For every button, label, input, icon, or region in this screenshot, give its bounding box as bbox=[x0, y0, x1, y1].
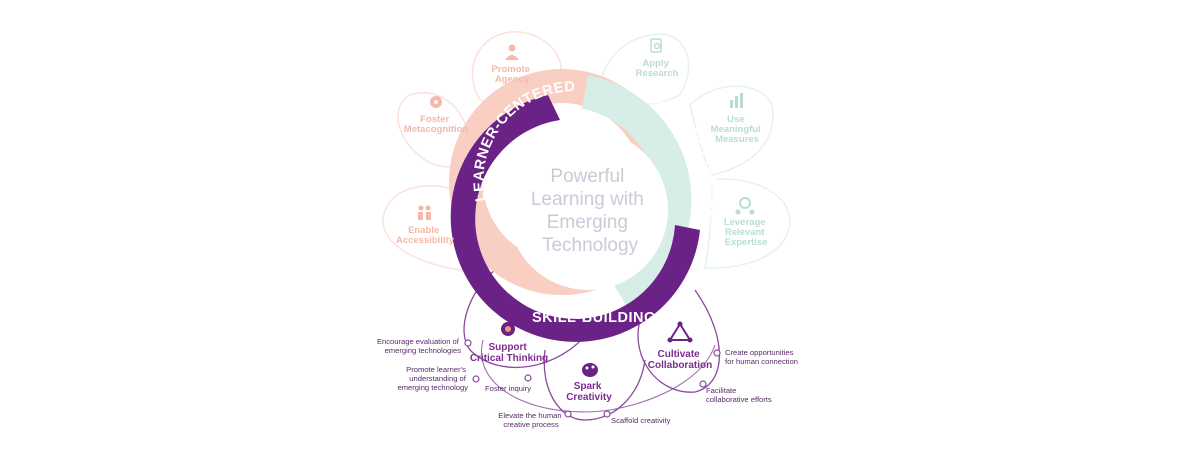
svg-text:Apply Research: Apply Research bbox=[636, 58, 679, 79]
annotation-dots bbox=[464, 339, 721, 418]
dot-scaffold bbox=[603, 410, 611, 418]
leverage-relevant-expertise: Leverage Relevant Expertise bbox=[724, 197, 768, 248]
person-icon bbox=[505, 44, 519, 60]
center-line-1: Powerful bbox=[550, 166, 624, 187]
group-triangle-icon bbox=[667, 321, 693, 343]
support-critical-thinking: Support Critical Thinking bbox=[470, 322, 548, 364]
svg-text:Leverage Relevant: Leverage Relevant Expertise bbox=[724, 217, 768, 248]
petal-foster-metacognition bbox=[397, 92, 471, 168]
center-line-2: Learning with bbox=[531, 189, 644, 210]
use-meaningful-measures: Use Meaningful Measures bbox=[711, 93, 764, 145]
dot-elevate-human bbox=[564, 410, 572, 418]
dot-human-connection bbox=[713, 349, 721, 357]
lightbulb-gear-icon bbox=[501, 322, 515, 336]
annotation-human-connection: Create opportunities for human connectio… bbox=[725, 348, 798, 366]
people-icon bbox=[418, 205, 431, 220]
head-gear-icon bbox=[430, 96, 442, 108]
spark-creativity: Spark Creativity bbox=[566, 363, 612, 403]
cultivate-collaboration: Cultivate Collaboration bbox=[648, 321, 712, 371]
annotation-elevate-human: Elevate the human creative process bbox=[498, 411, 563, 429]
ring-evidence-based bbox=[581, 75, 692, 310]
svg-text:Foster Metacognition: Foster Metacognition bbox=[404, 114, 469, 135]
label-skill-building: SKILL-BUILDING bbox=[532, 310, 656, 326]
annotation-foster-inquiry: Foster inquiry bbox=[485, 384, 531, 393]
dot-encourage-eval bbox=[464, 339, 472, 347]
center-line-4: Technology bbox=[542, 235, 639, 256]
dot-facilitate bbox=[699, 380, 707, 388]
promote-agency: Promote Agency bbox=[491, 44, 532, 85]
annotation-facilitate: Facilitate collaborative efforts bbox=[706, 386, 772, 404]
svg-text:Use Meaningful Mea: Use Meaningful Measures bbox=[711, 114, 764, 145]
gear-people-icon bbox=[735, 197, 755, 215]
petal-connector bbox=[480, 339, 716, 413]
foster-metacognition: Foster Metacognition bbox=[404, 96, 469, 135]
center-line-3: Emerging bbox=[547, 212, 628, 233]
dot-promote-understanding bbox=[472, 375, 480, 383]
svg-text:Promote Agency: Promote Agency bbox=[491, 64, 532, 85]
svg-text:Spark Creativity: Spark Creativity bbox=[566, 381, 612, 403]
svg-text:Cultivate Collaboration: Cultivate Collaboration bbox=[648, 349, 712, 371]
petal-support-critical-thinking bbox=[463, 269, 591, 369]
svg-text:Support Critical Thinkin: Support Critical Thinking bbox=[470, 342, 548, 364]
annotation-promote-understanding: Promote learner's understanding of emerg… bbox=[398, 365, 469, 392]
annotation-scaffold: Scaffold creativity bbox=[611, 416, 671, 425]
petal-spark-creativity bbox=[543, 349, 646, 421]
center-title: Powerful Learning with Emerging Technolo… bbox=[531, 166, 649, 256]
svg-text:Enable Accessibility: Enable Accessibility bbox=[396, 225, 455, 246]
bar-chart-icon bbox=[730, 93, 743, 108]
petal-use-measures bbox=[689, 85, 774, 176]
dot-foster-inquiry bbox=[524, 374, 532, 382]
enable-accessibility: Enable Accessibility bbox=[396, 205, 455, 246]
palette-icon bbox=[582, 363, 598, 377]
petal-leverage-expertise bbox=[704, 178, 791, 269]
petal-cultivate-collaboration bbox=[637, 289, 721, 393]
document-search-icon bbox=[650, 38, 662, 53]
annotation-encourage-eval: Encourage evaluation of emerging technol… bbox=[377, 337, 461, 355]
center-disk bbox=[508, 130, 668, 290]
apply-research: Apply Research bbox=[636, 38, 679, 79]
